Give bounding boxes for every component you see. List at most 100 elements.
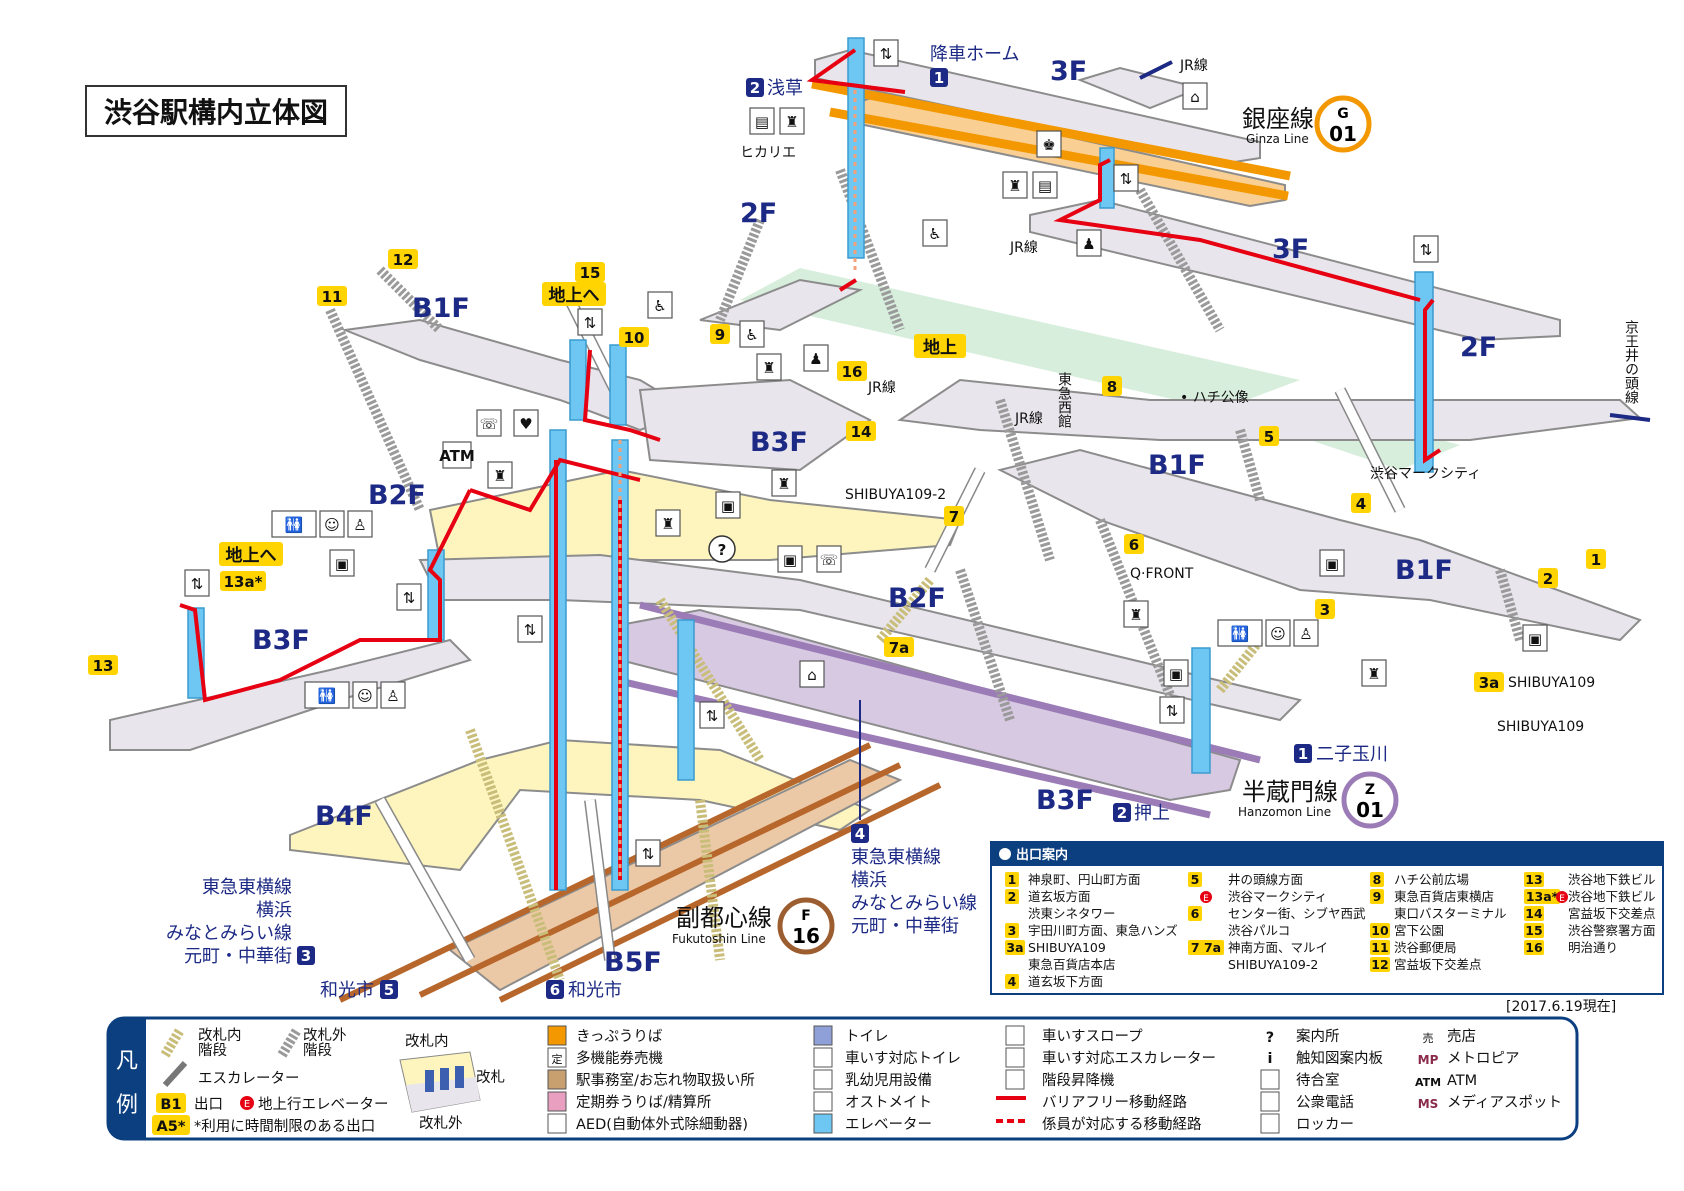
legend-icon <box>547 1113 567 1134</box>
exit-9[interactable]: 9 <box>710 324 730 344</box>
text-label: 半蔵門線 <box>1242 778 1338 806</box>
exit-guide-row: SHIBUYA109-2 <box>1228 957 1318 972</box>
wako-6-number: 6 <box>550 981 560 999</box>
exit-3a[interactable]: 3a <box>1474 672 1504 692</box>
legend-icon <box>547 1091 567 1112</box>
b2f-concourse <box>418 553 1302 722</box>
svg-text:♜: ♜ <box>785 113 798 131</box>
text-label: 8 <box>1107 378 1117 396</box>
svg-text:⇅: ⇅ <box>403 589 416 607</box>
text-label: メディアスポット <box>1447 1093 1562 1111</box>
legend-item: きっぷうりば <box>547 1025 663 1046</box>
svg-text:☺: ☺ <box>357 687 373 705</box>
legend-item: AED(自動体外式除細動器) <box>547 1113 748 1134</box>
svg-text:⇅: ⇅ <box>584 314 597 332</box>
text-label: Hanzomon Line <box>1238 805 1331 819</box>
elevator-icon: ⇅ <box>517 615 543 643</box>
exit-guide-header: 出口案内 <box>1016 847 1068 863</box>
exit-16[interactable]: 16 <box>837 361 867 381</box>
svg-text:♿: ♿ <box>928 225 941 243</box>
level-label-b2f: B2F <box>888 583 946 614</box>
level-label-3f: 3F <box>1272 234 1309 265</box>
shop-icon: ⌂ <box>1182 82 1208 110</box>
legend-icon <box>1260 1113 1280 1134</box>
text-label: 11 <box>322 288 343 306</box>
exit-destination: 渋谷警察署方面 <box>1568 923 1656 938</box>
oshiage-number: 2 <box>1117 804 1127 822</box>
svg-text:♙: ♙ <box>353 516 366 534</box>
text-label: E <box>1203 894 1209 904</box>
exit-destination: 神南方面、マルイ <box>1228 940 1328 955</box>
exit-12[interactable]: 12 <box>388 249 418 269</box>
exit-number: 8 <box>1373 872 1382 887</box>
exit-7[interactable]: 7 <box>944 506 964 526</box>
text-label: 階段昇降機 <box>1042 1072 1115 1089</box>
exit-guide-row: 東急百貨店本店 <box>1028 957 1116 972</box>
text-label: 乳幼児用設備 <box>845 1072 932 1089</box>
text-label: 待合室 <box>1296 1072 1340 1089</box>
exit-14[interactable]: 14 <box>846 421 876 441</box>
legend-item: ロッカー <box>1260 1113 1354 1134</box>
exit-5[interactable]: 5 <box>1259 426 1279 446</box>
atm-icon: ATM <box>439 441 475 469</box>
exit-1[interactable]: 1 <box>1586 549 1606 569</box>
text-label: E <box>1559 894 1565 904</box>
legend-item: 車いす対応トイレ <box>813 1047 961 1068</box>
svg-text:▣: ▣ <box>335 555 349 573</box>
text-label: 13a* <box>224 573 263 591</box>
exit-3[interactable]: 3 <box>1315 599 1335 619</box>
legend-icon <box>547 1025 567 1046</box>
legend-item: 係員が対応する移動経路 <box>1042 1116 1202 1133</box>
text-label: 出口 <box>194 1096 223 1113</box>
legend-item: 多機能券売機 <box>547 1047 663 1068</box>
text-label: MP <box>1418 1053 1439 1067</box>
legend-item: 売店 <box>1447 1028 1476 1045</box>
text-label: 横浜 <box>256 900 292 921</box>
toilet-icon: 🚻 <box>1217 619 1263 647</box>
text-label: 東急東横線 <box>851 847 941 868</box>
elevator-icon: ⇅ <box>1159 696 1185 724</box>
exit-6[interactable]: 6 <box>1124 534 1144 554</box>
exit-4[interactable]: 4 <box>1351 493 1371 513</box>
exit-13a[interactable]: 13a* <box>220 571 266 591</box>
svg-text:🚻: 🚻 <box>285 516 304 534</box>
text-label: 駅事務室/お忘れ物取扱い所 <box>576 1072 755 1089</box>
level-label-b1f: B1F <box>412 293 470 324</box>
svg-text:♜: ♜ <box>493 467 506 485</box>
locker-icon: ▣ <box>1163 659 1189 687</box>
ticket-machine-icon: ♜ <box>1123 600 1149 628</box>
exit-8[interactable]: 8 <box>1102 376 1122 396</box>
legend-item: 車いす対応エスカレーター <box>1005 1047 1216 1068</box>
exit-7a[interactable]: 7a <box>884 637 914 657</box>
exit-number: 2 <box>1008 889 1017 904</box>
futako-number: 1 <box>1298 745 1308 763</box>
shibuya109-3a-label: SHIBUYA109 <box>1508 675 1595 691</box>
exit-13[interactable]: 13 <box>88 655 118 675</box>
ground-elevator-icon: E <box>1556 891 1568 904</box>
exit-11[interactable]: 11 <box>317 286 347 306</box>
ostomate-icon: ♙ <box>1293 619 1319 647</box>
legend-icon <box>813 1069 833 1090</box>
exit-10[interactable]: 10 <box>619 327 649 347</box>
text-label: 階段 <box>303 1042 332 1059</box>
text-label: 3 <box>1320 601 1330 619</box>
exit-destination: 宮下公園 <box>1394 923 1444 938</box>
exit-2[interactable]: 2 <box>1538 568 1558 588</box>
baby-care-icon: ☺ <box>1265 619 1291 647</box>
phone-icon: ☏ <box>816 545 842 573</box>
svg-text:♙: ♙ <box>1299 625 1312 643</box>
exit-15[interactable]: 15 <box>575 262 605 282</box>
ticket-machine-icon: ♜ <box>655 509 681 537</box>
svg-text:♚: ♚ <box>1042 136 1055 154</box>
text-label: 銀座線 <box>1242 105 1314 133</box>
legend-icon <box>1260 1069 1280 1090</box>
text-label: エレベーター <box>845 1116 932 1133</box>
ground-label: 地上 <box>923 337 957 358</box>
